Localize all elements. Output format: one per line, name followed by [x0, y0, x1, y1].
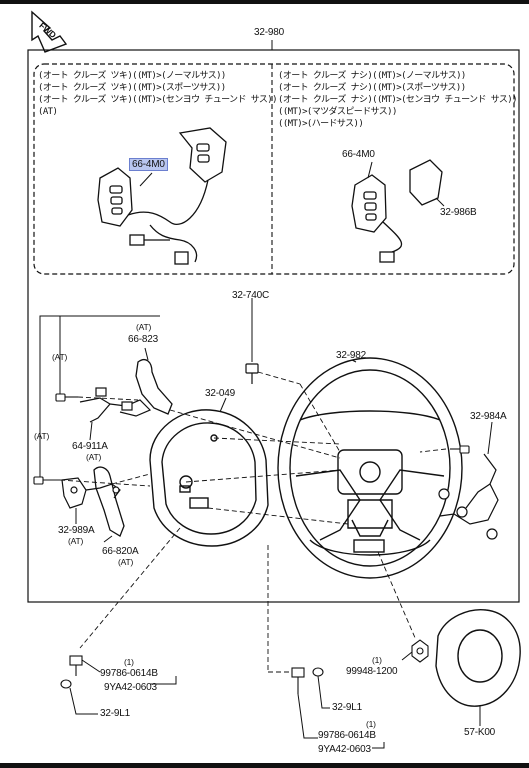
screw-upper-left	[55, 393, 78, 402]
wire-leader	[89, 421, 93, 441]
nut-leader	[401, 651, 413, 661]
note-right-5: ((MT)>(ハードサス))	[278, 119, 364, 129]
nut	[411, 639, 429, 663]
part-label-paddle-down[interactable]: 66-820A	[102, 546, 139, 557]
bracket-right	[438, 453, 499, 540]
part-label-switch-left[interactable]: 66-4M0	[129, 158, 168, 171]
airbag-module	[435, 609, 521, 707]
assembly-ref-label: 32-980	[254, 27, 284, 38]
note-left-1: (オート クルーズ ツキ)((MT)>(ノーマルサス))	[38, 71, 226, 81]
part-label-cap-a[interactable]: 32-9L1	[100, 708, 130, 719]
note-right-1: (オート クルーズ ナシ)((MT)>(ノーマルサス))	[278, 71, 466, 81]
garnish-leader	[219, 397, 227, 413]
at-bracket	[39, 315, 160, 480]
switch-assembly-right	[351, 159, 443, 263]
paddle-up	[135, 358, 173, 415]
steering-garnish	[149, 409, 269, 547]
part-note-paddle-up-at: (AT)	[136, 322, 152, 332]
part-label-cover-right[interactable]: 32-986B	[440, 207, 477, 218]
variant-box	[33, 63, 515, 275]
bolt-top	[245, 363, 259, 384]
assembly-box	[27, 49, 520, 603]
part-label-bolt-a-alt[interactable]: 9YA42-0603	[104, 682, 157, 693]
notes-right: (オート クルーズ ナシ)((MT)>(ノーマルサス)) (オート クルーズ ナ…	[278, 70, 518, 130]
bolt-b-leader	[297, 693, 318, 739]
paddle-down-leader	[103, 535, 113, 543]
switch-assembly-left	[97, 127, 227, 265]
part-label-bolt-b-alt[interactable]: 9YA42-0603	[318, 744, 371, 755]
part-label-bolt-b[interactable]: 99786-0614B	[318, 730, 376, 741]
steering-wheel	[277, 357, 463, 579]
note-right-2: (オート クルーズ ナシ)((MT)>(スポーツサス))	[278, 83, 466, 93]
part-label-nut[interactable]: 99948-1200	[346, 666, 398, 677]
bolt-a-leader	[81, 659, 101, 673]
switch-right-leader	[367, 161, 373, 179]
part-note-paddle-down-at: (AT)	[118, 557, 134, 567]
note-right-3: (オート クルーズ ナシ)((MT)>(センヨウ チューンド サス))	[278, 95, 518, 105]
fwd-arrow-icon	[31, 10, 68, 53]
top-rule	[0, 0, 529, 4]
note-right-4: ((MT)>(マツダスピードサス))	[278, 107, 397, 117]
cap-a	[60, 679, 72, 689]
part-label-bracket-right[interactable]: 32-984A	[470, 411, 507, 422]
wheel-leader	[351, 359, 357, 363]
note-left-3: (オート クルーズ ツキ)((MT)>(センヨウ チューンド サス))	[38, 95, 278, 105]
bolt-b	[291, 667, 305, 694]
part-label-garnish[interactable]: 32-049	[205, 388, 235, 399]
alignment-lines	[59, 371, 447, 673]
part-qty-nut: (1)	[372, 655, 382, 665]
part-note-wire-at: (AT)	[86, 452, 102, 462]
bottom-rule	[0, 763, 529, 768]
part-label-switch-right[interactable]: 66-4M0	[342, 149, 375, 160]
part-label-paddle-up[interactable]: 66-823	[128, 334, 158, 345]
paddle-up-leader	[144, 347, 149, 361]
bolt-a-bracket	[150, 676, 177, 685]
part-label-bolt-top[interactable]: 32-740C	[232, 290, 269, 301]
part-label-wire[interactable]: 64-911A	[72, 441, 108, 452]
bolt-b-bracket	[372, 742, 385, 749]
screw-lower-left	[33, 476, 60, 485]
bracket-right-leader	[487, 421, 493, 455]
part-label-bracket-left[interactable]: 32-989A	[58, 525, 95, 536]
part-qty-bolt-a: (1)	[124, 657, 134, 667]
note-left-4: (AT)	[38, 107, 58, 117]
part-label-cap-b[interactable]: 32-9L1	[332, 702, 362, 713]
part-label-bolt-a[interactable]: 99786-0614B	[100, 668, 158, 679]
part-note-at-left-top: (AT)	[52, 352, 68, 362]
bolt-a	[69, 655, 83, 676]
switch-left-leader	[139, 172, 153, 187]
screw-right	[450, 445, 470, 454]
cover-right-leader	[435, 197, 445, 207]
cap-b-leader	[317, 675, 330, 709]
part-label-airbag[interactable]: 57-K00	[464, 727, 496, 738]
part-note-bracket-left-at: (AT)	[68, 536, 84, 546]
notes-left: (オート クルーズ ツキ)((MT)>(ノーマルサス)) (オート クルーズ ツ…	[38, 70, 278, 118]
part-note-at-left-mid: (AT)	[34, 431, 50, 441]
paddle-down	[93, 466, 125, 537]
cap-b	[312, 667, 324, 677]
note-left-2: (オート クルーズ ツキ)((MT)>(スポーツサス))	[38, 83, 226, 93]
part-label-wheel[interactable]: 32-982	[336, 350, 366, 361]
cap-a-leader	[69, 687, 98, 715]
wire-harness	[79, 387, 152, 423]
part-qty-bolt-b: (1)	[366, 719, 376, 729]
